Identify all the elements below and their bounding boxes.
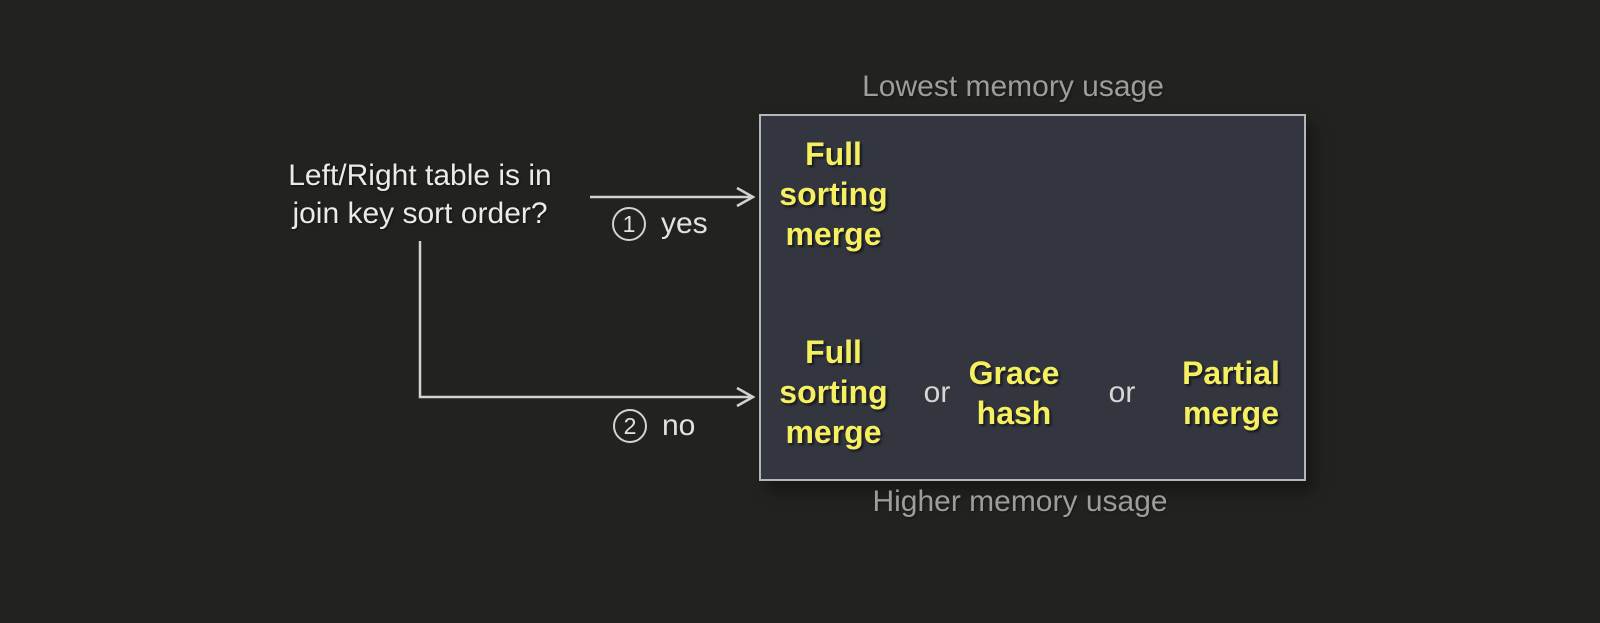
circled-number-icon: 2	[613, 409, 647, 443]
algo-partial-merge: Partial merge	[1182, 355, 1280, 431]
algorithm-options-box: Full sorting merge Full sorting merge or…	[759, 114, 1306, 481]
lowest-memory-label: Lowest memory usage	[862, 70, 1164, 103]
branch-yes-label: 1 yes	[612, 207, 708, 241]
branch-yes-text: yes	[661, 207, 708, 240]
circled-number-icon: 1	[612, 207, 646, 241]
yes-arrow	[590, 186, 756, 208]
higher-memory-label: Higher memory usage	[872, 485, 1168, 518]
algo-full-sorting-merge-unsorted: Full sorting merge	[779, 334, 888, 450]
no-arrow	[418, 241, 756, 408]
algo-full-sorting-merge-sorted: Full sorting merge	[779, 136, 888, 252]
algo-grace-hash: Grace hash	[968, 355, 1060, 431]
or-separator: or	[923, 376, 951, 409]
or-separator: or	[1108, 376, 1136, 409]
question-text: Left/Right table is in join key sort ord…	[288, 159, 552, 230]
branch-no-text: no	[662, 409, 696, 442]
branch-no-label: 2 no	[613, 409, 695, 443]
